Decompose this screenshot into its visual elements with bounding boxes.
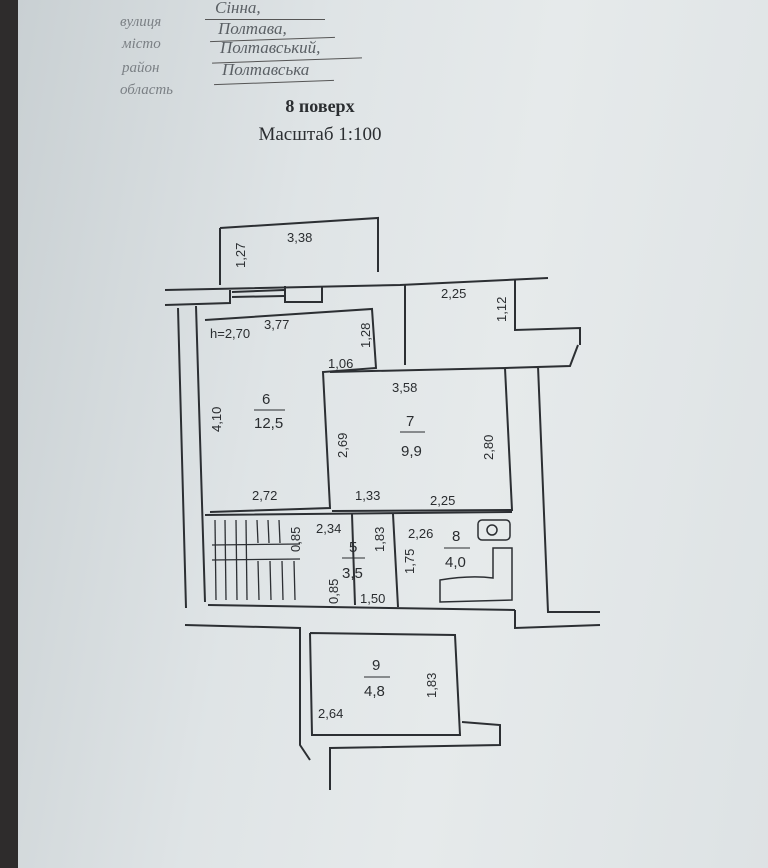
lower-outer-wall [329,721,501,790]
floor-title: 8 поверх [285,96,355,116]
right-outer-wall [504,344,600,613]
room-5-bottom: 1,50 [360,591,385,606]
book-binding [0,0,18,868]
plan-walls [164,216,601,790]
room-7-right: 2,80 [481,435,496,460]
room-6-walls [204,307,378,513]
balcony-depth: 1,27 [233,243,248,268]
bathroom-fixtures [439,519,513,603]
loggia-outline [404,280,581,365]
district-value: Полтавський, [220,38,321,57]
service-row-walls [204,511,516,611]
ceiling-height: h=2,70 [210,326,250,341]
top-inner-wall [164,286,323,306]
stair-top: 0,85 [288,527,303,552]
room-8-side: 1,75 [402,549,417,574]
street-label: вулиця [120,14,162,30]
stair-bottom: 0,85 [326,579,341,604]
room-9-walls [184,624,462,761]
room-8-number: 8 [452,528,460,545]
room-7-bottom-left: 1,33 [355,488,380,503]
district-label: район [122,60,160,76]
room-6-top: 3,77 [264,317,289,332]
room-7-left: 2,69 [335,433,350,458]
region-value: Полтавська [222,60,310,79]
room-5-area: 3,5 [342,565,363,582]
loggia-depth: 1,12 [494,297,509,322]
room-5-number: 5 [349,539,357,556]
region-label: область [120,82,174,98]
room-6-notch-v: 1,28 [358,323,373,348]
city-value: Полтава, [218,19,287,38]
room-7-top: 3,58 [392,380,417,395]
service-dividers [351,513,399,608]
street-value: Сінна, [215,0,261,17]
city-label: місто [122,36,161,52]
room-6-area: 12,5 [254,415,283,432]
room-6-number: 6 [262,391,270,408]
room-6-notch-h: 1,06 [328,356,353,371]
street-underline [205,19,325,20]
room-7-number: 7 [406,413,414,430]
dimension-labels: 3,38 1,27 2,25 1,12 h=2,70 3,77 4,10 2,7… [209,230,509,721]
room-9-bottom: 2,64 [318,706,343,721]
room-5-top: 2,34 [316,521,341,536]
left-outer-wall [177,305,206,609]
room-5-side: 1,83 [372,527,387,552]
room-8-area: 4,0 [445,554,466,571]
document-page [18,0,768,868]
room-9-area: 4,8 [364,683,385,700]
staircase [211,519,301,601]
loggia-width: 2,25 [441,286,466,301]
room-9-side: 1,83 [424,673,439,698]
balcony-outline [219,216,379,285]
room-9-number: 9 [372,657,380,674]
room-7-walls [329,366,514,512]
top-outer-wall [164,277,549,291]
room-6-side: 4,10 [209,407,224,432]
room-6-bottom: 2,72 [252,488,277,503]
scale-label: Масштаб 1:100 [258,124,382,145]
room-8-top: 2,26 [408,526,433,541]
room-labels: 6 12,5 7 9,9 5 3,5 8 4,0 9 4,8 [254,391,470,700]
room-7-bottom-right: 2,25 [430,493,455,508]
room-7-area: 9,9 [401,443,422,460]
right-lower-wall [514,610,601,630]
balcony-width: 3,38 [287,230,312,245]
